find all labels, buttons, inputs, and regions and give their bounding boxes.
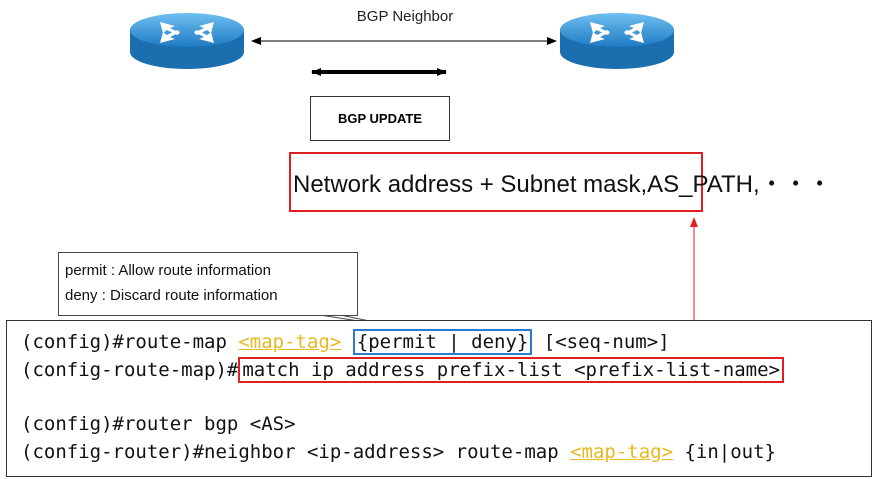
update-fields-box (289, 152, 703, 212)
router-icon-right (560, 13, 674, 69)
cli-neighbor-map-tag: <map-tag> (570, 441, 674, 463)
callout-permit: permit : Allow route information (65, 262, 271, 279)
cli-line-match: (config-route-map)#match ip address pref… (21, 357, 784, 383)
router-icon-left (130, 13, 244, 69)
cli-config-box: (config)#route-map <map-tag> {permit | d… (6, 320, 872, 477)
cli-space (341, 331, 352, 353)
callout-deny: deny : Discard route information (65, 287, 278, 304)
cli-route-map-mode-prefix: (config-route-map)# (21, 359, 239, 381)
cli-direction: {in|out} (673, 441, 776, 463)
update-box: BGP UPDATE (310, 96, 450, 141)
cli-line-route-map: (config)#route-map <map-tag> {permit | d… (21, 329, 670, 355)
cli-line-router-bgp: (config)#router bgp <AS> (21, 413, 296, 435)
cli-neighbor-prefix: (config-router)#neighbor <ip-address> ro… (21, 441, 571, 463)
cli-seq-num: [<seq-num>] (532, 331, 670, 353)
cli-map-tag: <map-tag> (238, 331, 342, 353)
cli-match-highlight: match ip address prefix-list <prefix-lis… (238, 357, 784, 383)
update-fields-text: Network address + Subnet mask,AS_PATH,・・… (293, 171, 832, 198)
neighbor-label: BGP Neighbor (356, 8, 454, 25)
cli-line-neighbor: (config-router)#neighbor <ip-address> ro… (21, 441, 776, 463)
update-label: BGP UPDATE (337, 111, 423, 126)
cli-action-highlight: {permit | deny} (352, 329, 533, 355)
cli-route-map-prefix: (config)#route-map (21, 331, 239, 353)
action-callout: permit : Allow route information deny : … (58, 252, 358, 316)
